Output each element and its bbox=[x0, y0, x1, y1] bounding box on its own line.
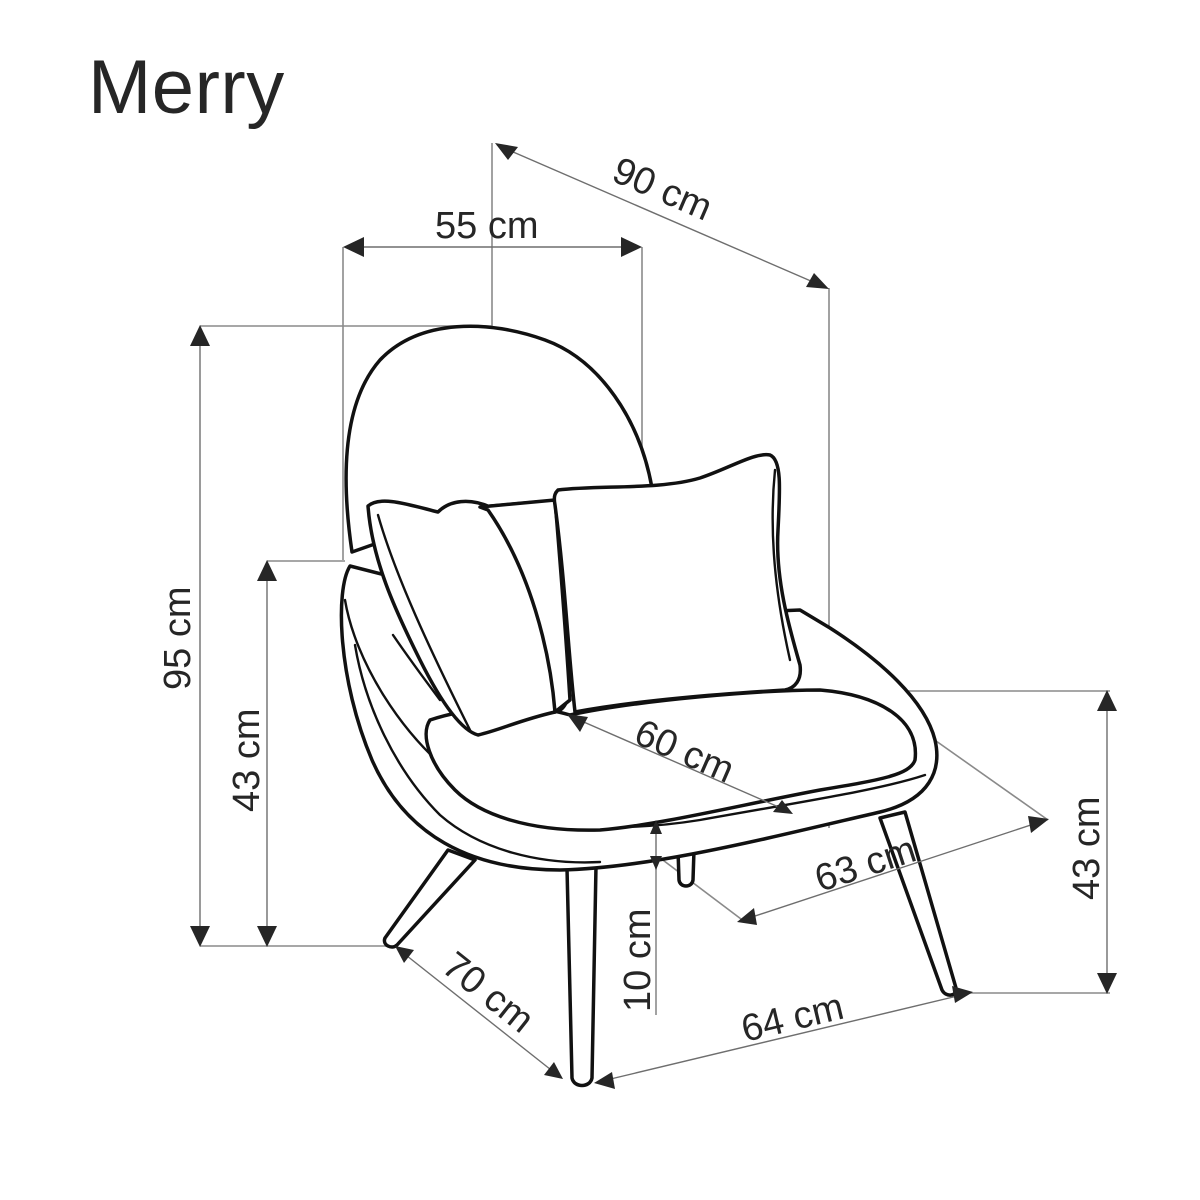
dim-label-seat-height-left: 43 cm bbox=[226, 709, 268, 812]
product-title: Merry bbox=[88, 45, 285, 130]
pillow-right bbox=[552, 452, 803, 714]
leg-back-middle bbox=[676, 848, 696, 888]
dimension-lines bbox=[190, 143, 1117, 1089]
dim-label-total-depth: 90 cm bbox=[606, 150, 718, 230]
dim-label-leg-depth: 70 cm bbox=[434, 944, 541, 1041]
dim-label-backrest-width: 55 cm bbox=[435, 205, 538, 247]
leg-front-left bbox=[565, 864, 598, 1088]
dim-label-seat-height-right: 43 cm bbox=[1066, 797, 1108, 900]
leg-back-left bbox=[382, 848, 477, 949]
dim-label-leg-width: 64 cm bbox=[737, 986, 847, 1051]
dim-label-total-height: 95 cm bbox=[157, 587, 199, 690]
dim-label-seat-thickness: 10 cm bbox=[617, 909, 659, 1012]
chair bbox=[339, 324, 958, 1088]
